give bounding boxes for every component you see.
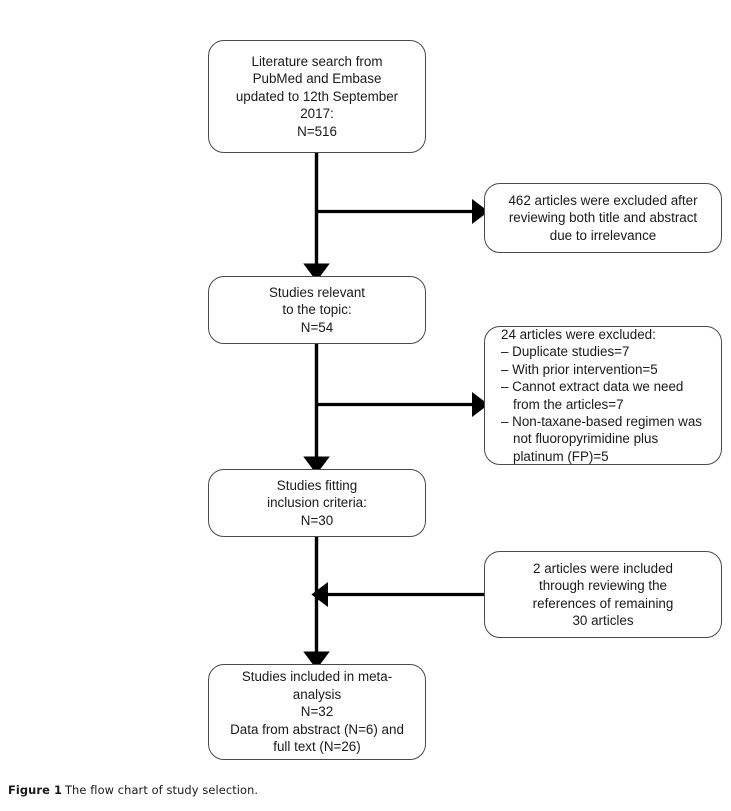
node-line: 2017: xyxy=(300,106,334,122)
node-line: Studies relevant xyxy=(268,284,366,300)
node-line: updated to 12th September xyxy=(235,88,399,104)
node-line: due to irrelevance xyxy=(549,227,657,243)
node-line: full text (N=26) xyxy=(273,739,361,755)
figure-caption-text: The flow chart of study selection. xyxy=(64,783,259,797)
node-literature-search: Literature search from PubMed and Embase… xyxy=(208,40,426,153)
node-line: Studies included in meta- xyxy=(241,669,393,685)
node-count: N=54 xyxy=(300,319,334,335)
exclusion-reason: – Non-taxane-based regimen was not fluor… xyxy=(501,413,702,464)
node-line: 2 articles were included xyxy=(533,560,673,576)
node-studies-included-meta-analysis: Studies included in meta- analysis N=32 … xyxy=(208,664,426,760)
figure-caption-label: Figure 1 xyxy=(8,783,62,797)
node-included-from-references: 2 articles were included through reviewi… xyxy=(484,551,722,638)
node-line: Studies fitting xyxy=(276,477,358,493)
node-count: N=32 xyxy=(300,704,334,720)
node-line: inclusion criteria: xyxy=(267,495,367,511)
node-line: analysis xyxy=(292,686,342,702)
exclusion-reason: – Duplicate studies=7 xyxy=(501,344,630,360)
node-line: through reviewing the xyxy=(538,578,668,594)
node-line: references of remaining xyxy=(532,595,674,611)
node-line: 24 articles were excluded: xyxy=(501,326,656,342)
node-excluded-title-abstract: 462 articles were excluded after reviewi… xyxy=(484,183,722,253)
node-excluded-detailed-reasons: 24 articles were excluded: – Duplicate s… xyxy=(484,326,722,465)
exclusion-reason: – With prior intervention=5 xyxy=(501,361,658,377)
node-studies-relevant: Studies relevant to the topic: N=54 xyxy=(208,276,426,344)
exclusion-reason: – Cannot extract data we need from the a… xyxy=(501,379,684,412)
flowchart-connectors xyxy=(303,153,489,670)
node-count: N=516 xyxy=(297,123,337,139)
node-studies-fitting-criteria: Studies fitting inclusion criteria: N=30 xyxy=(208,469,426,537)
node-line: to the topic: xyxy=(282,302,352,318)
node-line: reviewing both title and abstract xyxy=(508,210,698,226)
study-selection-flowchart: Literature search from PubMed and Embase… xyxy=(208,40,722,760)
node-line: PubMed and Embase xyxy=(252,71,382,87)
node-line: Literature search from xyxy=(251,53,383,69)
node-count: N=30 xyxy=(300,512,334,528)
node-line: 30 articles xyxy=(572,612,634,628)
node-line: Data from abstract (N=6) and xyxy=(230,721,404,737)
node-line: 462 articles were excluded after xyxy=(508,192,698,208)
